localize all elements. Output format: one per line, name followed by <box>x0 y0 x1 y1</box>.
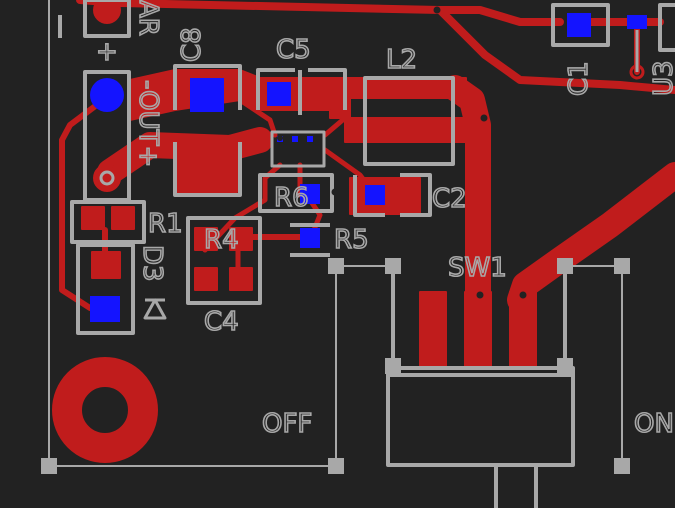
sw1-frame <box>388 266 573 377</box>
corner-marker <box>328 458 344 474</box>
r1-pad-right <box>111 206 135 230</box>
silkscreen-layer <box>48 0 675 508</box>
via <box>433 6 441 14</box>
r4-c4-outline <box>186 216 262 305</box>
u3-outline <box>658 3 675 52</box>
out-pin-minus-pad <box>90 78 124 112</box>
d3-pad-bottom <box>90 296 120 322</box>
label-c1: C1 <box>564 61 594 96</box>
d3-outline <box>76 243 135 335</box>
via <box>516 91 524 99</box>
label-r4: R4 <box>204 225 239 255</box>
label-off: OFF <box>262 409 312 439</box>
r4-pad-1 <box>194 227 218 251</box>
label-l2: L2 <box>386 45 417 75</box>
d3-diode-symbol <box>143 298 167 320</box>
corner-marker <box>614 458 630 474</box>
silkscreen-labels: C8 C5 L2 C1 U3 AR -OUT+ + R1 D3 R4 R6 R5… <box>95 0 675 440</box>
c4-pad-1 <box>194 267 218 291</box>
c1-pad <box>567 13 591 37</box>
r1-outline <box>70 200 146 244</box>
corner-markers <box>41 258 630 474</box>
label-r6: R6 <box>274 183 309 213</box>
corner-marker <box>557 258 573 274</box>
out-pin-plus-copper <box>93 164 121 192</box>
label-c4: C4 <box>204 307 239 337</box>
label-u3: U3 <box>649 60 675 96</box>
label-r1: R1 <box>148 209 183 239</box>
label-r5: R5 <box>334 225 369 255</box>
trace-ic-2 <box>322 115 348 138</box>
r1-pad-left <box>81 206 105 230</box>
ar-pin-copper <box>93 0 121 24</box>
label-plus: + <box>96 37 118 67</box>
trace-right-diagonal <box>507 162 675 313</box>
sw1-pin-left-copper <box>419 291 447 369</box>
u3-pad <box>627 15 647 29</box>
corner-marker <box>41 458 57 474</box>
mounting-hole-ring <box>52 357 158 463</box>
label-c8: C8 <box>177 27 207 62</box>
corner-marker <box>328 258 344 274</box>
trace-l2-right <box>442 75 491 308</box>
c5-outline <box>256 68 347 110</box>
c4-pad-2 <box>229 267 253 291</box>
corner-marker <box>614 258 630 274</box>
r4-pad-2 <box>229 227 253 251</box>
label-ar: AR <box>133 0 163 36</box>
label-c2: C2 <box>432 184 467 214</box>
via <box>476 291 484 299</box>
r5-pad <box>300 228 320 248</box>
ic-pin <box>292 136 298 142</box>
trace-ic-1 <box>237 97 278 138</box>
label-c5: C5 <box>276 35 311 65</box>
copper-pour-c8-lower <box>174 141 238 193</box>
sw1-pin-right-copper <box>509 291 537 369</box>
mounting-hole <box>83 388 127 432</box>
out-pin-minus-hole <box>99 170 115 186</box>
via <box>277 135 283 141</box>
sw1-actuator <box>494 465 538 508</box>
r6-pad <box>300 184 320 204</box>
ar-connector-outline <box>83 0 131 38</box>
via <box>519 291 527 299</box>
c2-outline <box>353 173 432 217</box>
l2-outline <box>363 76 455 166</box>
corner-marker <box>557 358 573 374</box>
label-d3: D3 <box>137 245 167 282</box>
ic-outline <box>270 130 326 168</box>
trace-top-right <box>436 6 675 94</box>
via <box>331 188 339 196</box>
label-on: ON <box>634 409 674 439</box>
label-out: -OUT+ <box>133 80 163 167</box>
c8-outline <box>173 64 242 197</box>
sw1-body-outline <box>386 366 575 467</box>
via <box>480 114 488 122</box>
vias <box>58 6 527 304</box>
corner-marker <box>385 358 401 374</box>
c5-pad <box>267 82 291 106</box>
c8-pad <box>190 78 224 112</box>
sw1-pin-middle-copper <box>464 291 492 369</box>
r5-outline <box>290 223 330 257</box>
label-sw1: SW1 <box>448 253 507 283</box>
ic-pin <box>307 136 313 142</box>
c1-outline <box>551 3 610 47</box>
c2-pad <box>365 185 385 205</box>
pad-layer <box>90 13 647 322</box>
corner-marker <box>385 258 401 274</box>
via <box>58 296 66 304</box>
